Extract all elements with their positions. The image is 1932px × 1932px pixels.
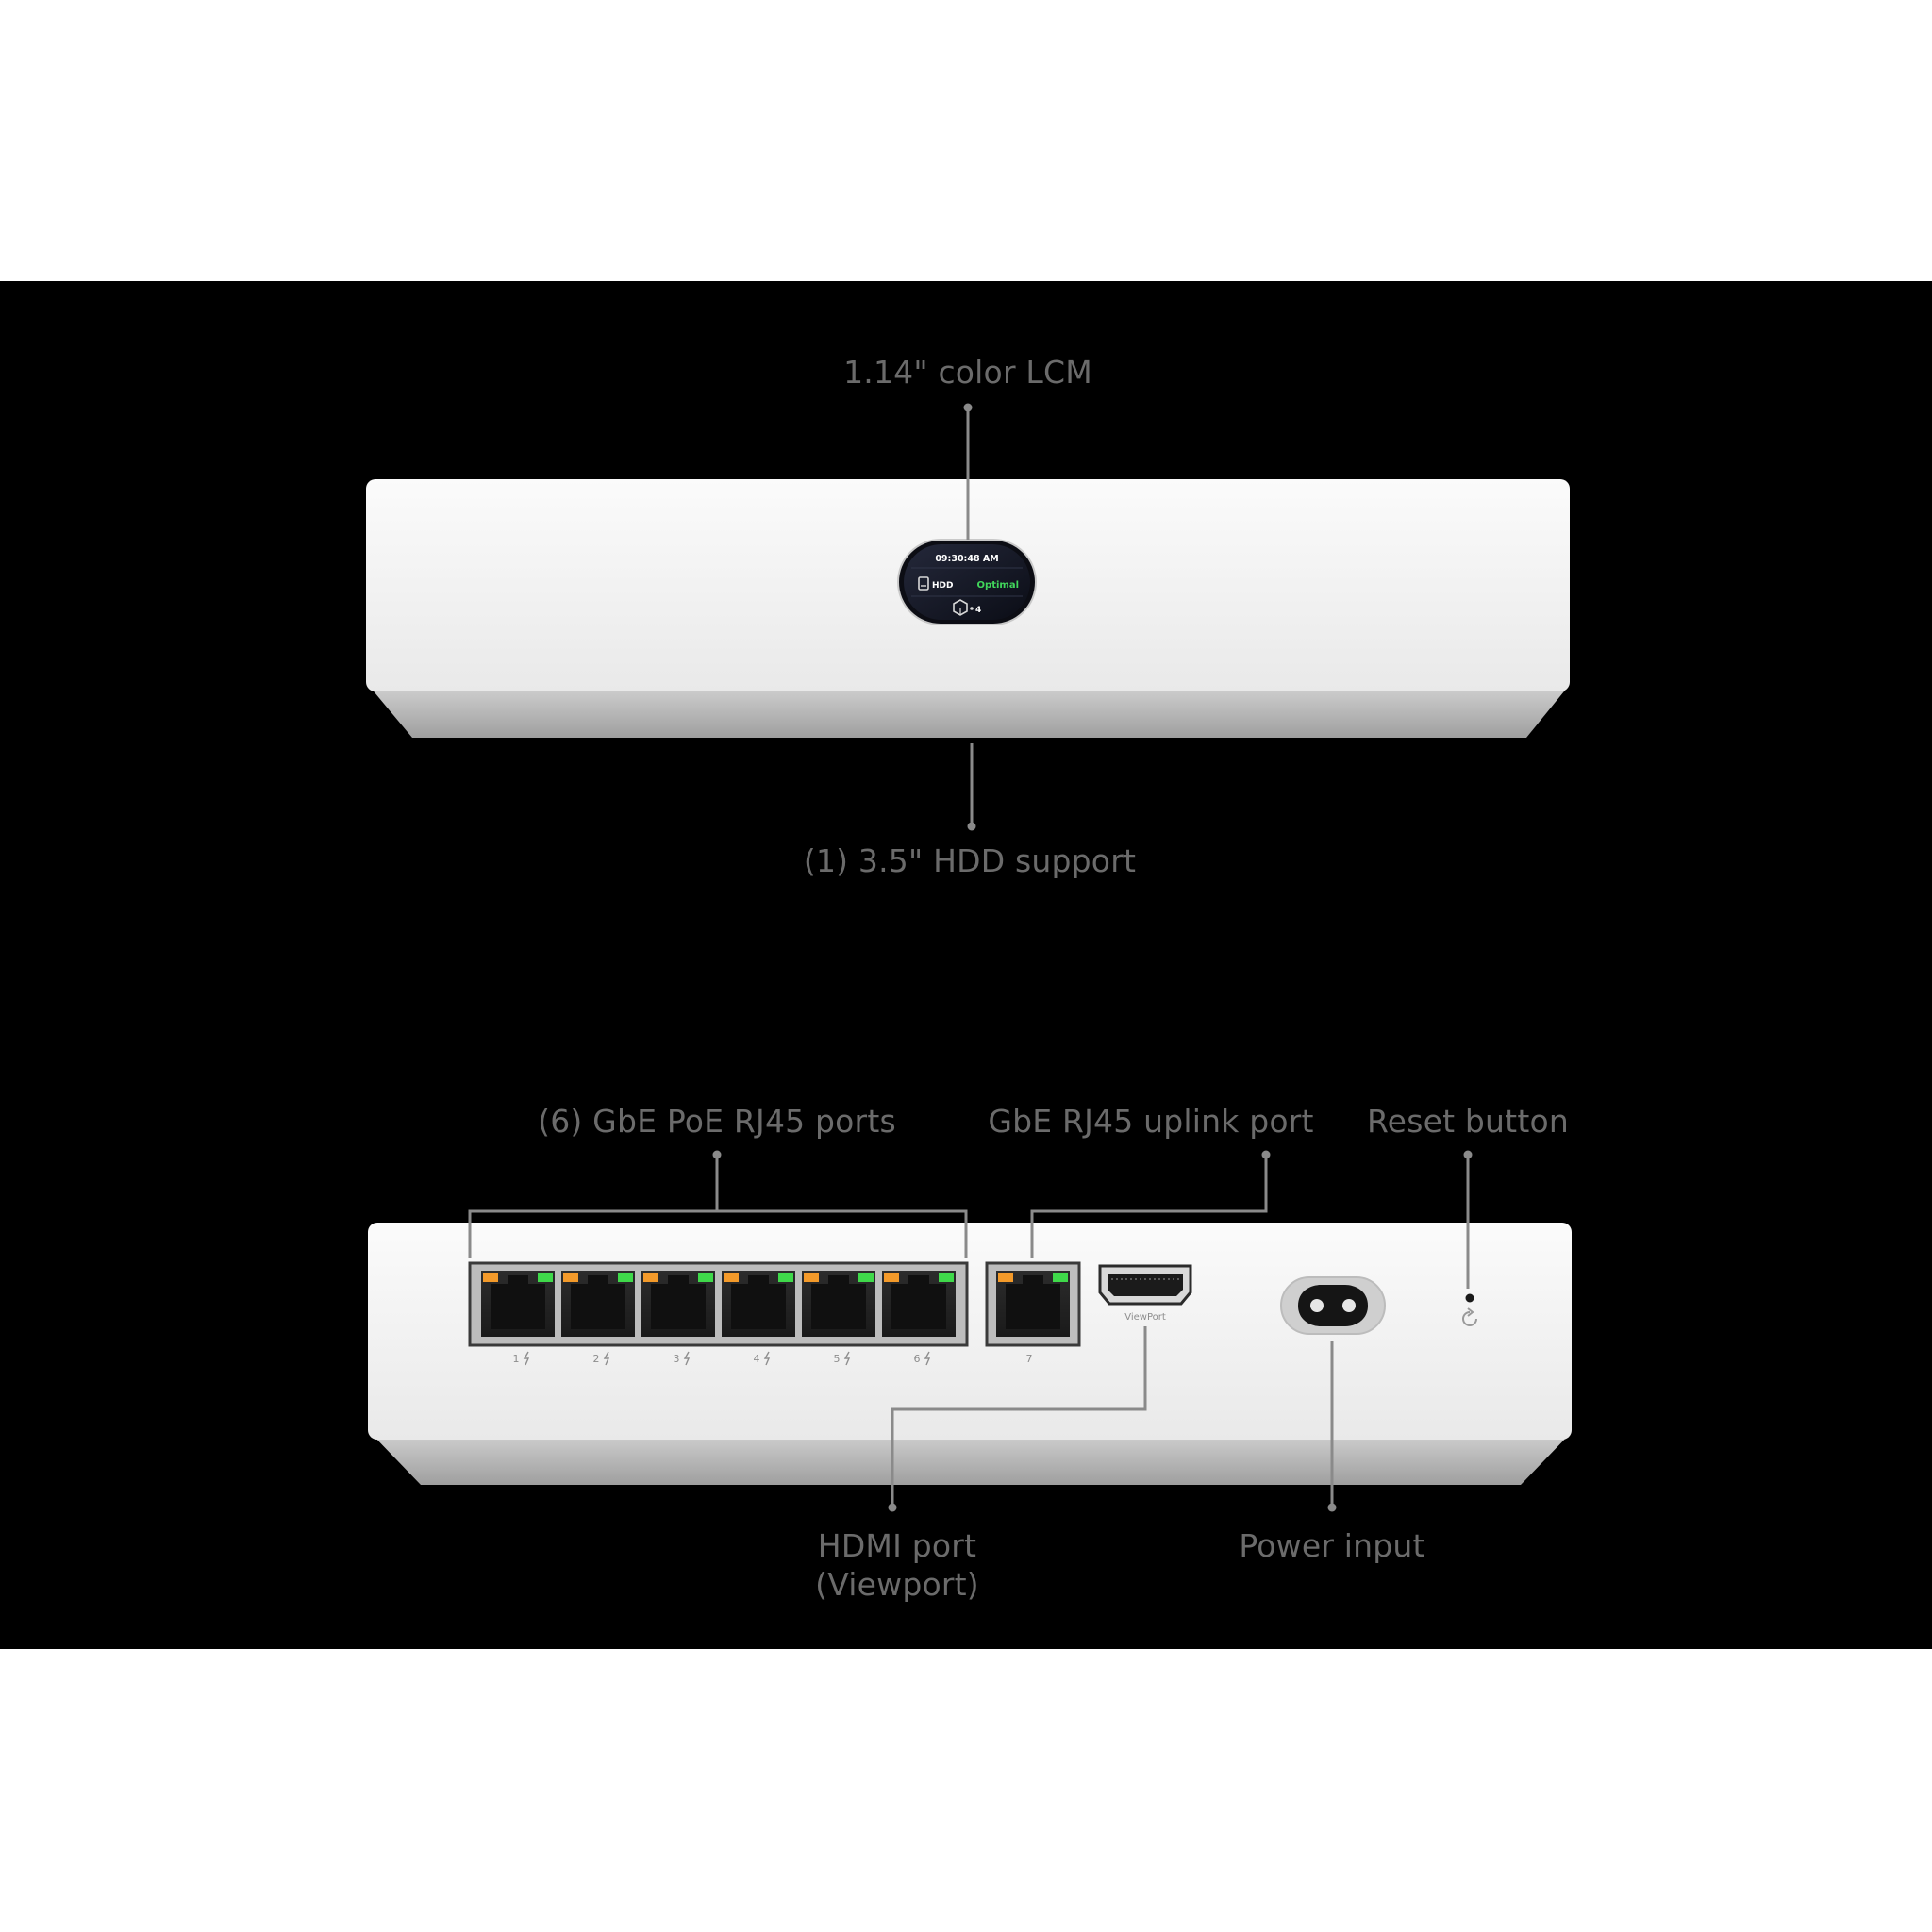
lcm-time: 09:30:48 AM bbox=[935, 554, 998, 564]
device-icon bbox=[953, 599, 968, 616]
led-green bbox=[538, 1273, 553, 1282]
hdmi-caption: ViewPort bbox=[1124, 1312, 1166, 1323]
poe-port-3 bbox=[641, 1271, 715, 1337]
lcm-status: Optimal bbox=[977, 580, 1019, 591]
callout-power-input: Power input bbox=[1239, 1527, 1425, 1564]
rear-leader-lines bbox=[468, 1155, 1470, 1507]
power-input-socket bbox=[1280, 1276, 1386, 1335]
poe-port-6 bbox=[882, 1271, 956, 1337]
poe-lightning-icon bbox=[763, 1351, 771, 1366]
poe-port-4 bbox=[722, 1271, 795, 1337]
lcm-screen bbox=[904, 544, 1030, 620]
hdd-icon bbox=[918, 576, 929, 591]
port-label-4: 4 bbox=[754, 1353, 760, 1365]
poe-port-5 bbox=[802, 1271, 875, 1337]
led-orange bbox=[884, 1273, 899, 1282]
uplink-port-7 bbox=[996, 1271, 1070, 1337]
callout-hdmi-line1: HDMI port bbox=[817, 1527, 977, 1564]
callout-hdmi-line2: (Viewport) bbox=[815, 1566, 979, 1603]
poe-lightning-icon bbox=[683, 1351, 691, 1366]
port-labels: 1 2 3 4 5 6 7 bbox=[513, 1351, 1033, 1366]
port-label-3: 3 bbox=[674, 1353, 680, 1365]
led-orange bbox=[998, 1273, 1013, 1282]
rear-bottom-face bbox=[372, 1434, 1570, 1485]
port-label-2: 2 bbox=[593, 1353, 600, 1365]
led-orange bbox=[643, 1273, 658, 1282]
poe-lightning-icon bbox=[523, 1351, 530, 1366]
callout-hdd-support: (1) 3.5" HDD support bbox=[803, 842, 1137, 879]
device-front bbox=[366, 479, 1570, 738]
led-green bbox=[939, 1273, 954, 1282]
poe-port-1 bbox=[481, 1271, 555, 1337]
reset-icon bbox=[1462, 1307, 1477, 1326]
callout-lcm: 1.14" color LCM bbox=[843, 354, 1092, 391]
port-label-5: 5 bbox=[834, 1353, 841, 1365]
port-label-7: 7 bbox=[1026, 1353, 1033, 1365]
callout-poe-ports: (6) GbE PoE RJ45 ports bbox=[538, 1103, 896, 1140]
led-orange bbox=[563, 1273, 578, 1282]
lcm-hdd-label: HDD bbox=[932, 581, 953, 591]
led-green bbox=[1053, 1273, 1068, 1282]
device-rear bbox=[368, 1223, 1572, 1485]
callout-reset-button: Reset button bbox=[1367, 1103, 1569, 1140]
uplink-port bbox=[996, 1271, 1070, 1337]
led-green bbox=[858, 1273, 874, 1282]
reset-pinhole bbox=[1465, 1293, 1474, 1303]
led-green bbox=[698, 1273, 713, 1282]
front-bottom-face bbox=[370, 687, 1568, 738]
led-orange bbox=[483, 1273, 498, 1282]
poe-lightning-icon bbox=[603, 1351, 610, 1366]
poe-port-2 bbox=[561, 1271, 635, 1337]
callout-uplink-port: GbE RJ45 uplink port bbox=[988, 1103, 1314, 1140]
port-label-1: 1 bbox=[513, 1353, 520, 1365]
poe-ports bbox=[481, 1271, 956, 1337]
lcm-count: 4 bbox=[975, 606, 981, 615]
poe-lightning-icon bbox=[924, 1351, 931, 1366]
callout-hdmi-port: HDMI port (Viewport) bbox=[815, 1526, 979, 1604]
hdmi-port bbox=[1098, 1264, 1192, 1306]
leader-dots bbox=[712, 1150, 1473, 1512]
led-orange bbox=[804, 1273, 819, 1282]
front-leader-lines bbox=[963, 403, 976, 831]
poe-lightning-icon bbox=[843, 1351, 851, 1366]
led-green bbox=[618, 1273, 633, 1282]
led-green bbox=[778, 1273, 793, 1282]
port-label-6: 6 bbox=[914, 1353, 921, 1365]
led-orange bbox=[724, 1273, 739, 1282]
